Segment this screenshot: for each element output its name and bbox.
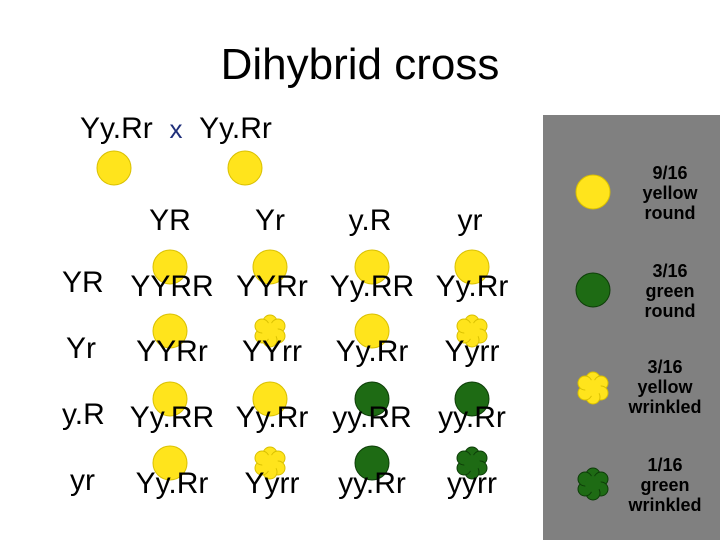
legend-shape: round bbox=[644, 203, 696, 223]
yellow-round-pea-icon bbox=[354, 249, 390, 285]
yellow-round-pea-icon bbox=[354, 313, 390, 349]
legend-shape: round bbox=[644, 301, 696, 321]
parent1-pea-icon bbox=[96, 150, 132, 186]
genotype-cell: Yyrr bbox=[244, 467, 300, 500]
yellow-wrinkled-pea-icon bbox=[577, 371, 609, 405]
legend-color: yellow bbox=[637, 377, 693, 397]
parent2-pea-icon bbox=[227, 150, 263, 186]
gamete-header: Yr bbox=[255, 204, 285, 237]
cross-operator: x bbox=[169, 114, 183, 144]
yellow-wrinkled-pea-icon bbox=[254, 314, 286, 348]
yellow-round-pea-icon bbox=[152, 249, 188, 285]
row-gamete-label: Yr bbox=[66, 332, 96, 365]
green-round-pea-icon bbox=[454, 381, 490, 417]
yellow-wrinkled-pea-icon bbox=[456, 314, 488, 348]
green-round-pea-icon bbox=[354, 445, 390, 481]
legend-shape: wrinkled bbox=[628, 397, 702, 417]
gamete-header: YR bbox=[149, 204, 191, 237]
yellow-round-pea-icon bbox=[152, 445, 188, 481]
yellow-round-pea-icon bbox=[152, 381, 188, 417]
legend-color: green bbox=[640, 475, 690, 495]
legend-panel bbox=[543, 115, 720, 540]
genotype-cell: yy.Rr bbox=[338, 467, 406, 500]
genotype-cell: yy.RR bbox=[332, 401, 412, 434]
genotype-cell: YYRr bbox=[236, 270, 308, 303]
row-gamete-label: yr bbox=[70, 464, 95, 497]
diagram-title: Dihybrid cross bbox=[220, 40, 500, 89]
green-round-pea-icon bbox=[575, 272, 611, 308]
legend-ratio: 9/16 bbox=[652, 163, 688, 183]
genotype-cell: Yy.Rr bbox=[135, 467, 209, 500]
gamete-header: y.R bbox=[348, 204, 392, 237]
green-round-pea-icon bbox=[354, 381, 390, 417]
yellow-round-pea-icon bbox=[575, 174, 611, 210]
genotype-cell: Yy.RR bbox=[129, 401, 215, 434]
genotype-cell: Yyrr bbox=[444, 335, 500, 368]
legend-label: 9/16 yellow round bbox=[620, 163, 720, 223]
yellow-wrinkled-pea-icon bbox=[254, 446, 286, 480]
genotype-cell: Yy.Rr bbox=[235, 401, 309, 434]
genotype-cell: Yy.Rr bbox=[435, 270, 509, 303]
legend-color: green bbox=[645, 281, 695, 301]
legend-ratio: 3/16 bbox=[652, 261, 688, 281]
gamete-header: yr bbox=[457, 204, 483, 237]
legend-label: 1/16 green wrinkled bbox=[615, 455, 715, 515]
yellow-round-pea-icon bbox=[454, 249, 490, 285]
genotype-cell: YYRr bbox=[136, 335, 208, 368]
genotype-cell: yyrr bbox=[447, 467, 497, 500]
legend-ratio: 3/16 bbox=[647, 357, 683, 377]
genotype-cell: YYRR bbox=[130, 270, 214, 303]
yellow-round-pea-icon bbox=[252, 381, 288, 417]
legend-shape: wrinkled bbox=[628, 495, 702, 515]
row-gamete-label: y.R bbox=[62, 398, 105, 431]
yellow-round-pea-icon bbox=[252, 249, 288, 285]
row-gamete-label: YR bbox=[62, 266, 104, 299]
legend-color: yellow bbox=[642, 183, 698, 203]
parent1-genotype: Yy.Rr bbox=[80, 112, 153, 145]
genotype-cell: Yy.RR bbox=[329, 270, 415, 303]
parent-cross: Yy.Rr x Yy.Rr bbox=[80, 112, 272, 146]
genotype-cell: YYrr bbox=[242, 335, 302, 368]
green-wrinkled-pea-icon bbox=[577, 467, 609, 501]
green-wrinkled-pea-icon bbox=[456, 446, 488, 480]
legend-label: 3/16 yellow wrinkled bbox=[615, 357, 715, 417]
legend-label: 3/16 green round bbox=[620, 261, 720, 321]
parent2-genotype: Yy.Rr bbox=[199, 112, 272, 145]
genotype-cell: Yy.Rr bbox=[335, 335, 409, 368]
genotype-cell: yy.Rr bbox=[438, 401, 506, 434]
yellow-round-pea-icon bbox=[152, 313, 188, 349]
legend-ratio: 1/16 bbox=[647, 455, 683, 475]
